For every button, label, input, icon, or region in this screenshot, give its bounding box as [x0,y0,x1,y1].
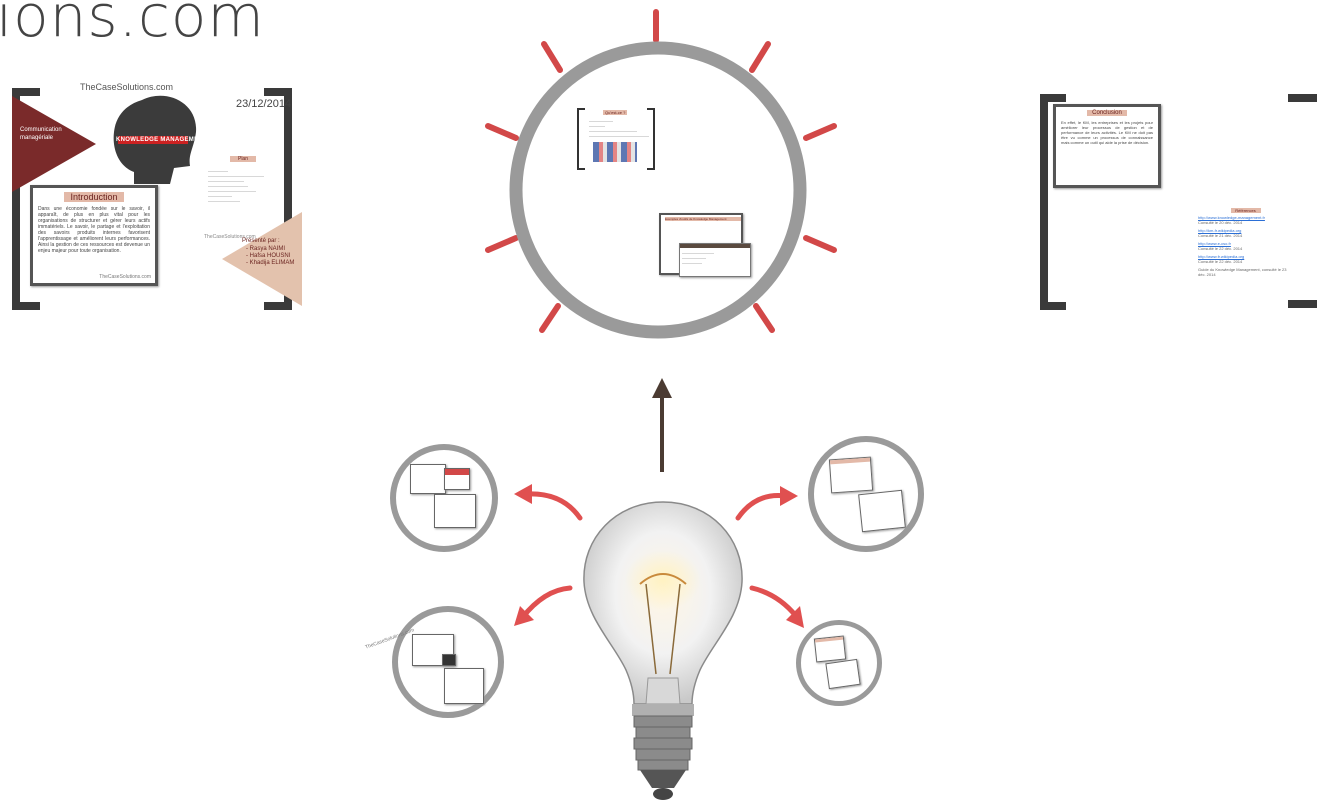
plan-title: Plan [230,156,256,162]
references-block[interactable]: Références http://www.knowledge-manageme… [1198,208,1293,277]
circle-slide-1-title: Qu'est-ce ? [603,110,628,115]
presenter-ribbon [222,212,302,306]
right-slide-bracket-right-bottom [1288,300,1317,308]
presenter-name: - Rasya NAIMI [246,246,286,252]
conclusion-box[interactable]: Conclusion En effet, le KM, les entrepri… [1053,104,1161,188]
right-slide-bracket-right [1288,94,1317,102]
site-label-2: TheCaseSolutions.com [204,234,256,240]
site-watermark: ions.com [0,0,265,50]
sun-rays [485,9,837,339]
circle-slide-2[interactable]: Exemples d'outils de Knowledge Managemen… [659,213,753,277]
left-bracket [12,88,40,310]
ribbon-shape [12,96,96,192]
reference-link[interactable]: http://www.fr.wikipedia.org [1198,254,1245,259]
slide-date: 23/12/2014 [236,98,292,110]
topic-circle-bottom-right[interactable] [796,620,882,706]
right-bracket [264,88,292,310]
circle-slide-1[interactable]: Qu'est-ce ? ――――――――――――――――――――――――――――… [577,108,655,170]
reference-link[interactable]: http://www.knowledge-management.fr [1198,215,1265,220]
right-slide-bracket-left [1040,94,1066,310]
topic-circle-top-right[interactable] [808,436,924,552]
left-slide[interactable]: Communication managériale TheCaseSolutio… [8,82,308,310]
presented-by-label: Présenté par : [242,238,280,244]
reference-date: Consulté le 21 déc. 2014 [1198,233,1243,238]
ribbon-label: Communication managériale [20,127,62,141]
introduction-footer: TheCaseSolutions.com [99,274,151,280]
circle-slide-2-title: Exemples d'outils de Knowledge Managemen… [665,217,741,221]
reference-date: Consulté le 20 déc. 2014 [1198,220,1243,225]
conclusion-title: Conclusion [1087,110,1127,116]
conclusion-text: En effet, le KM, les entreprises et les … [1061,120,1153,145]
topic-circle-top-left[interactable] [390,444,498,552]
presenter-name: - Hafsa HOUSNI [246,253,291,259]
introduction-title: Introduction [64,192,124,202]
reference-date: Consulté le 22 déc. 2014 [1198,246,1243,251]
head-graphic [113,95,197,184]
plan-mini-slide[interactable]: Plan ―――――――――――――――――――――――――――――――――――… [208,156,264,203]
presenter-name: - Khadija ELIMAM [246,260,295,266]
right-slide[interactable] [1040,94,1317,310]
reference-link[interactable]: http://www.e-cso.fr [1198,241,1231,246]
light-bulb [583,501,743,800]
references-title: Références [1230,208,1261,213]
site-label: TheCaseSolutions.com [80,82,174,92]
introduction-box[interactable]: Introduction Dans une économie fondée su… [30,185,158,286]
introduction-text: Dans une économie fondée sur le savoir, … [38,206,150,254]
reference-date: Consulté le 22 déc. 2014 [1198,259,1243,264]
curved-arrows [514,484,804,628]
head-graphic-text: KNOWLEDGE MANAGEMENT [116,137,207,143]
reference-note: Guide du Knowledge Management, consulté … [1198,267,1287,277]
up-arrow [652,378,672,472]
reference-link[interactable]: http://km-fr.wikipedia.org [1198,228,1242,233]
topic-circle-bottom-left[interactable] [392,606,504,718]
